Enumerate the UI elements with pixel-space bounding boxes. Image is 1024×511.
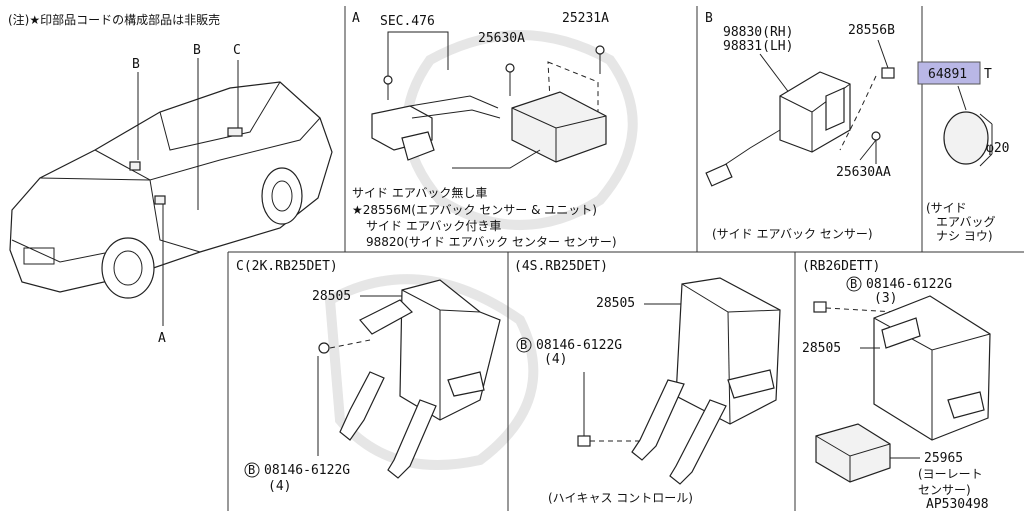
panel-a-part1: 25630A	[478, 31, 525, 46]
panel-c-bolt-mark-circle	[244, 462, 260, 478]
panel-c-title: C(2K.RB25DET)	[236, 259, 338, 274]
panel-d-drawing	[943, 85, 993, 167]
callout-b-right: B	[193, 43, 201, 58]
panel-b-part-rh: 98830(RH)	[723, 25, 793, 40]
panel-c-bolt: 08146-6122G	[264, 463, 350, 478]
panel-f-part-sensor: 25965	[924, 451, 963, 466]
reference-code: AP530498	[926, 497, 989, 511]
panel-f-bolt: 08146-6122G	[866, 277, 952, 292]
watermark	[324, 30, 638, 470]
panel-f-caption1: (ヨーレート	[918, 467, 983, 481]
panel-e-drawing	[577, 277, 781, 485]
panel-e-title: (4S.RB25DET)	[514, 259, 608, 274]
panel-a-letter: A	[352, 11, 360, 26]
panel-a-sec: SEC.476	[380, 14, 435, 29]
panel-a-caption1: サイド エアバック無し車	[352, 185, 487, 200]
panel-e-caption: (ハイキャス コントロール)	[548, 491, 693, 505]
panel-a-part2: 25231A	[562, 11, 609, 26]
panel-d-dim: φ20	[986, 141, 1009, 156]
callout-a: A	[158, 331, 166, 346]
panel-b-part-nut: 28556B	[848, 23, 895, 38]
frame	[227, 6, 1024, 511]
panel-d-caption3: ナシ ヨウ)	[936, 229, 993, 243]
panel-e-bolt-mark: B	[520, 338, 527, 352]
panel-b-part-bolt: 25630AA	[836, 165, 891, 180]
panel-f-part-bracket: 28505	[802, 341, 841, 356]
panel-f-bolt-mark-circle	[846, 276, 862, 292]
panel-f-caption2: センサー)	[918, 483, 971, 497]
panel-b-letter: B	[705, 11, 713, 26]
panel-d-suffix: T	[984, 67, 992, 82]
panel-b-drawing	[705, 39, 895, 187]
panel-a-drawing	[371, 31, 607, 169]
panel-e-bolt: 08146-6122G	[536, 338, 622, 353]
panel-d-caption1: (サイド	[926, 201, 967, 215]
panel-a-caption3: サイド エアバック付き車	[366, 219, 501, 233]
panel-c-drawing	[317, 279, 501, 479]
car-illustration	[9, 58, 333, 326]
panel-c-bolt-mark: B	[248, 463, 255, 477]
callout-c: C	[233, 43, 241, 58]
panel-c-part-bracket: 28505	[312, 289, 351, 304]
panel-e-part-bracket: 28505	[596, 296, 635, 311]
panel-b-part-lh: 98831(LH)	[723, 39, 793, 54]
panel-d-caption2: エアバッグ	[936, 215, 996, 229]
callout-b-left: B	[132, 57, 140, 72]
panel-a-caption4: 98820(サイド エアバック センター センサー)	[366, 235, 617, 249]
panel-e-bolt-mark-circle	[516, 337, 532, 353]
panel-f-drawing	[813, 295, 991, 483]
panel-e-qty: (4)	[544, 352, 567, 367]
panel-f-title: (RB26DETT)	[802, 259, 880, 274]
highlight-box	[917, 61, 981, 85]
panel-a-caption2: ★28556M(エアバック センサー & ユニット)	[352, 203, 597, 217]
note-text: (注)★印部品コードの構成部品は非販売	[8, 12, 220, 27]
panel-d-part[interactable]: 64891	[928, 67, 967, 82]
panel-b-caption: (サイド エアバック センサー)	[712, 227, 873, 241]
panel-f-bolt-mark: B	[850, 277, 857, 291]
panel-c-qty: (4)	[268, 479, 291, 494]
panel-f-qty: (3)	[874, 291, 897, 306]
